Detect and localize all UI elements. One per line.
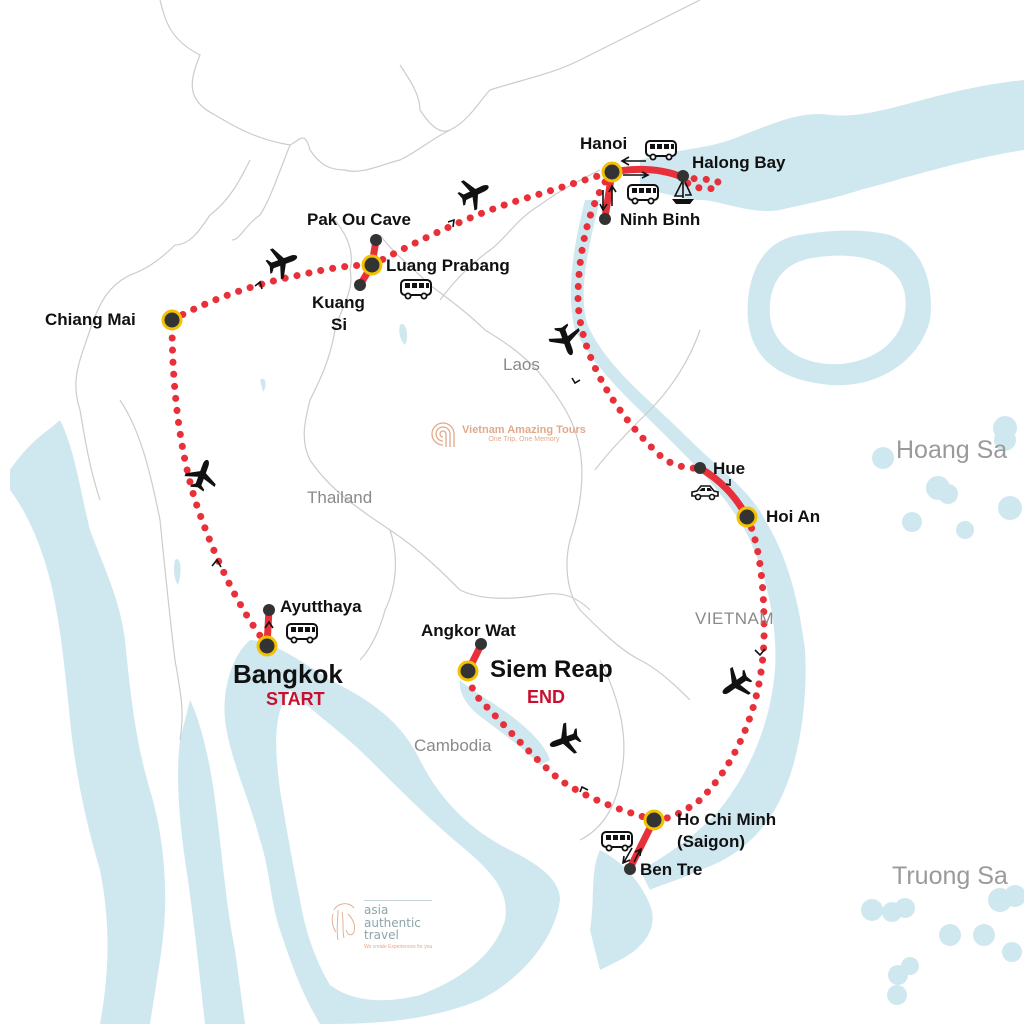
plane-icon: [713, 662, 758, 707]
watermark-vietnam-amazing-tours: Vietnam Amazing Tours One Trip, One Memo…: [428, 420, 586, 450]
sea-label-truong-sa: Truong Sa: [892, 862, 1008, 890]
label-ben-tre: Ben Tre: [640, 860, 703, 879]
bus-icon: [627, 184, 659, 205]
water-bodies: [10, 80, 1024, 1024]
stop-angkor-wat: [475, 638, 487, 650]
stop-pak-ou-cave: [370, 234, 382, 246]
car-icon: [691, 485, 719, 501]
bus-icon: [601, 831, 633, 852]
country-label-cambodia: Cambodia: [414, 736, 492, 755]
label-siem-reap: Siem Reap: [490, 656, 613, 683]
stop-hanoi: [601, 161, 623, 183]
aat-line2: authentic: [364, 915, 421, 930]
stop-hoi-an: [736, 506, 758, 528]
sea-label-hoang-sa: Hoang Sa: [896, 436, 1008, 464]
vat-name: Vietnam Amazing Tours: [462, 424, 586, 437]
label-hue: Hue: [713, 459, 746, 478]
plane-icon: [544, 719, 585, 761]
label-ho-chi-minh-line1: Ho Chi Minh: [677, 810, 777, 829]
stop-ninh-binh: [599, 213, 611, 225]
label-halong-bay: Halong Bay: [692, 153, 786, 172]
plane-icon: [181, 454, 223, 495]
label-chiang-mai: Chiang Mai: [45, 310, 136, 329]
label-angkor-wat: Angkor Wat: [421, 621, 516, 640]
stop-luang-prabang: [361, 254, 383, 276]
vat-logo-icon: [431, 422, 455, 447]
label-start: START: [266, 689, 325, 709]
watermark-asia-authentic-travel: asia authentic travel We create Experien…: [330, 900, 433, 950]
label-kuang-si-line1: Kuang: [312, 293, 365, 312]
main-stops: [161, 161, 758, 831]
label-luang-prabang: Luang Prabang: [386, 256, 510, 275]
vat-slogan: One Trip, One Memory: [488, 436, 560, 444]
stop-ben-tre: [624, 863, 636, 875]
plane-icon: [453, 171, 496, 214]
aat-line1: asia: [364, 903, 389, 917]
stop-halong-bay: [677, 170, 689, 182]
label-ayutthaya: Ayutthaya: [280, 597, 362, 616]
bus-icon: [400, 279, 432, 300]
stop-siem-reap: [457, 660, 479, 682]
stop-ayutthaya: [263, 604, 275, 616]
stop-kuang-si: [354, 279, 366, 291]
label-end: END: [527, 687, 566, 707]
stop-ho-chi-minh: [643, 809, 665, 831]
bus-icon: [286, 623, 318, 644]
label-kuang-si-line2: Si: [331, 315, 348, 334]
label-bangkok: Bangkok: [233, 659, 343, 689]
stop-hue: [694, 462, 706, 474]
bus-icon: [645, 140, 677, 161]
label-pak-ou-cave: Pak Ou Cave: [307, 210, 411, 229]
country-label-laos: Laos: [503, 355, 540, 374]
aat-logo-icon: [331, 903, 355, 941]
country-label-vietnam: VIETNAM: [695, 609, 775, 628]
aat-slogan: We create Experiences for you: [364, 943, 433, 950]
label-hanoi: Hanoi: [580, 134, 628, 153]
flight-routes: [168, 168, 768, 824]
stop-bangkok: [256, 635, 278, 657]
direction-arrows: [211, 156, 766, 865]
country-borders: [75, 0, 701, 841]
label-ninh-binh: Ninh Binh: [620, 210, 701, 229]
label-ho-chi-minh-line2: (Saigon): [677, 832, 745, 851]
country-label-thailand: Thailand: [307, 488, 373, 507]
label-hoi-an: Hoi An: [766, 507, 821, 526]
aat-line3: travel: [364, 928, 399, 943]
side-stops: [263, 170, 706, 875]
stop-chiang-mai: [161, 309, 183, 331]
